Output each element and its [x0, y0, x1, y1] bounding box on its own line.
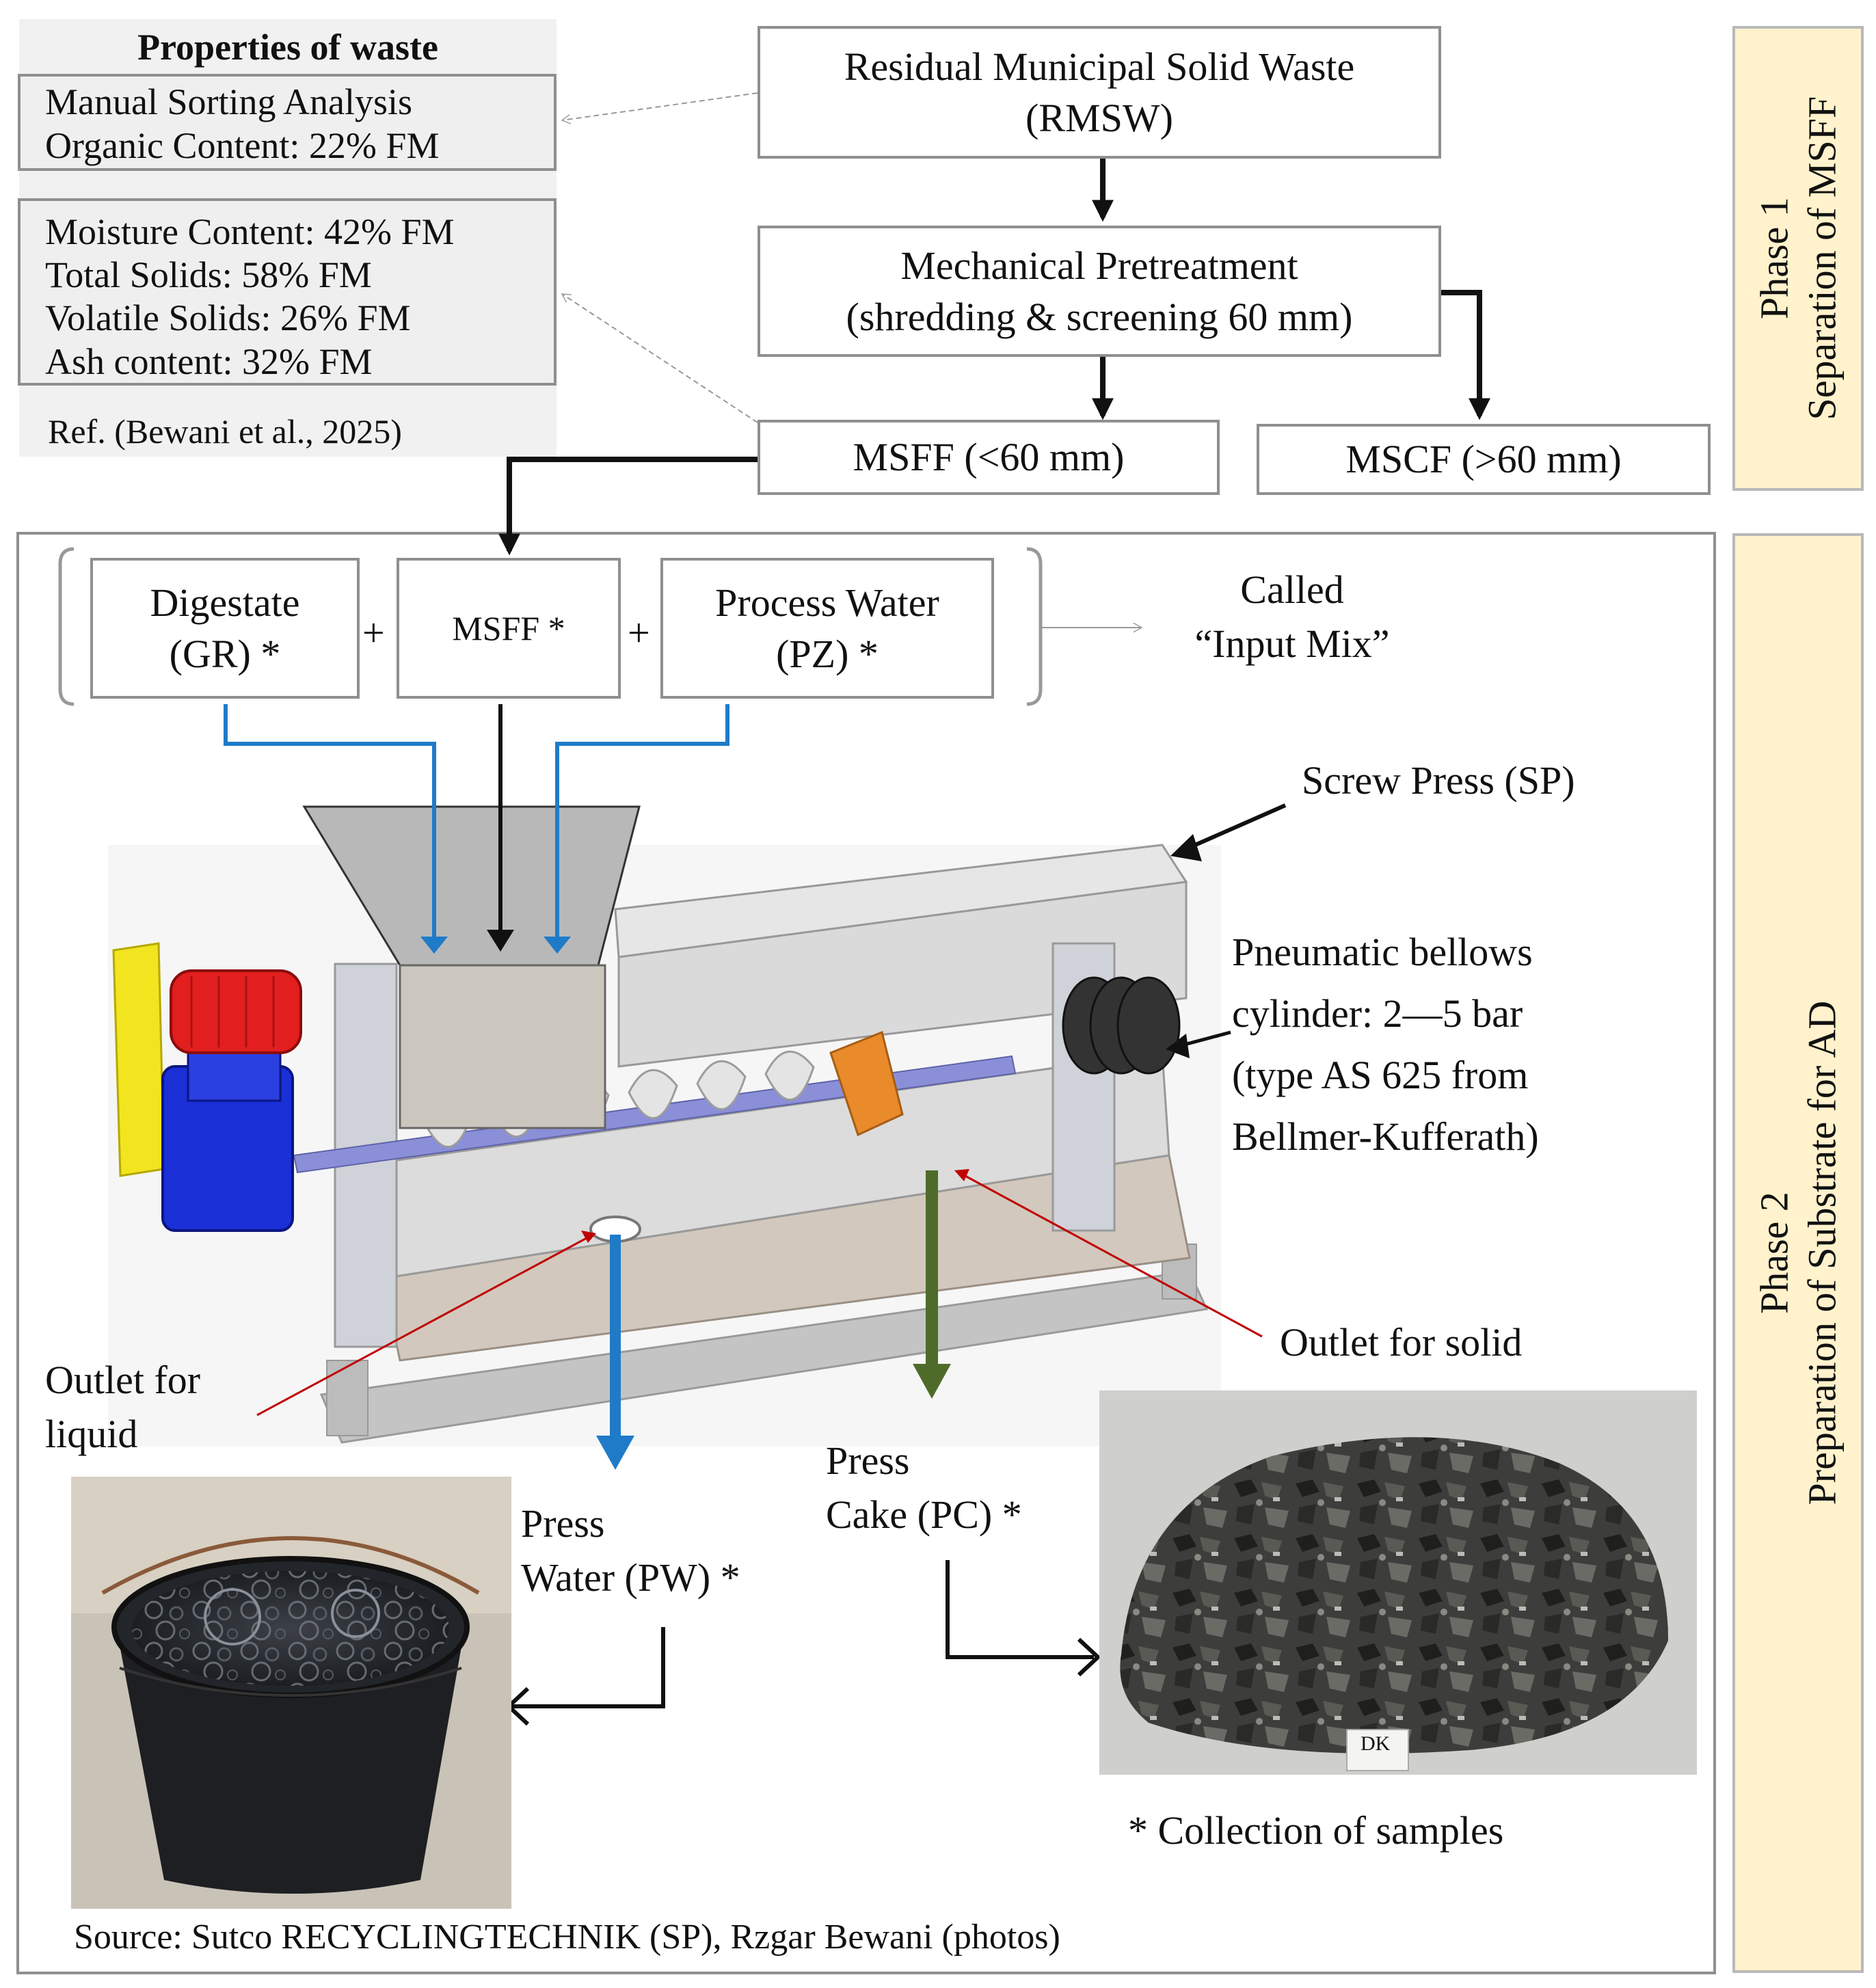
collection-note: * Collection of samples [1128, 1808, 1504, 1853]
arrow-left-icon [562, 293, 758, 423]
msff-box: MSFF (<60 mm) [758, 420, 1220, 495]
bracket-left [58, 547, 75, 706]
msff-input-box: MSFF * [397, 558, 621, 699]
digestate-box: Digestate (GR) * [90, 558, 360, 699]
outlet-solid-label: Outlet for solid [1280, 1320, 1523, 1365]
press-cake-photo [1099, 1391, 1697, 1775]
bellows-label: Pneumatic bellows cylinder: 2—5 bar (typ… [1232, 930, 1539, 1159]
process-water-box: Process Water (PZ) * [660, 558, 994, 699]
properties-heading: Properties of waste [137, 27, 438, 68]
source-note: Source: Sutco RECYCLINGTECHNIK (SP), Rzg… [74, 1918, 1060, 1957]
outlet-liquid-label: Outlet for liquid [45, 1358, 201, 1456]
sorting-analysis-box: Manual Sorting Analysis Organic Content:… [18, 74, 557, 171]
arrow-left-icon [562, 92, 758, 120]
input-mix-label: Called “Input Mix” [1194, 567, 1390, 666]
plus-sign: + [628, 610, 650, 655]
reference-text: Ref. (Bewani et al., 2025) [48, 412, 402, 451]
bucket-photo [71, 1477, 511, 1909]
mscf-box: MSCF (>60 mm) [1257, 424, 1711, 495]
sample-tag: DK [1361, 1732, 1391, 1755]
composition-box: Moisture Content: 42% FM Total Solids: 5… [18, 198, 557, 386]
press-water-label: Press Water (PW) * [521, 1501, 740, 1600]
rmsw-box: Residual Municipal Solid Waste (RMSW) [758, 26, 1441, 159]
phase1-label: Phase 1 Separation of MSFF [1732, 26, 1864, 491]
phase2-label: Phase 2 Preparation of Substrate for AD [1732, 533, 1864, 1973]
arrow-down-icon [498, 457, 758, 556]
bracket-right [1026, 547, 1043, 706]
pretreatment-box: Mechanical Pretreatment (shredding & scr… [758, 226, 1441, 357]
screw-press-label: Screw Press (SP) [1302, 758, 1575, 803]
phase2-container [16, 532, 1716, 1974]
arrow-down-icon [1441, 290, 1490, 420]
plus-sign: + [362, 610, 385, 655]
press-cake-label: Press Cake (PC) * [826, 1438, 1022, 1537]
screw-press-illustration [108, 805, 1221, 1447]
